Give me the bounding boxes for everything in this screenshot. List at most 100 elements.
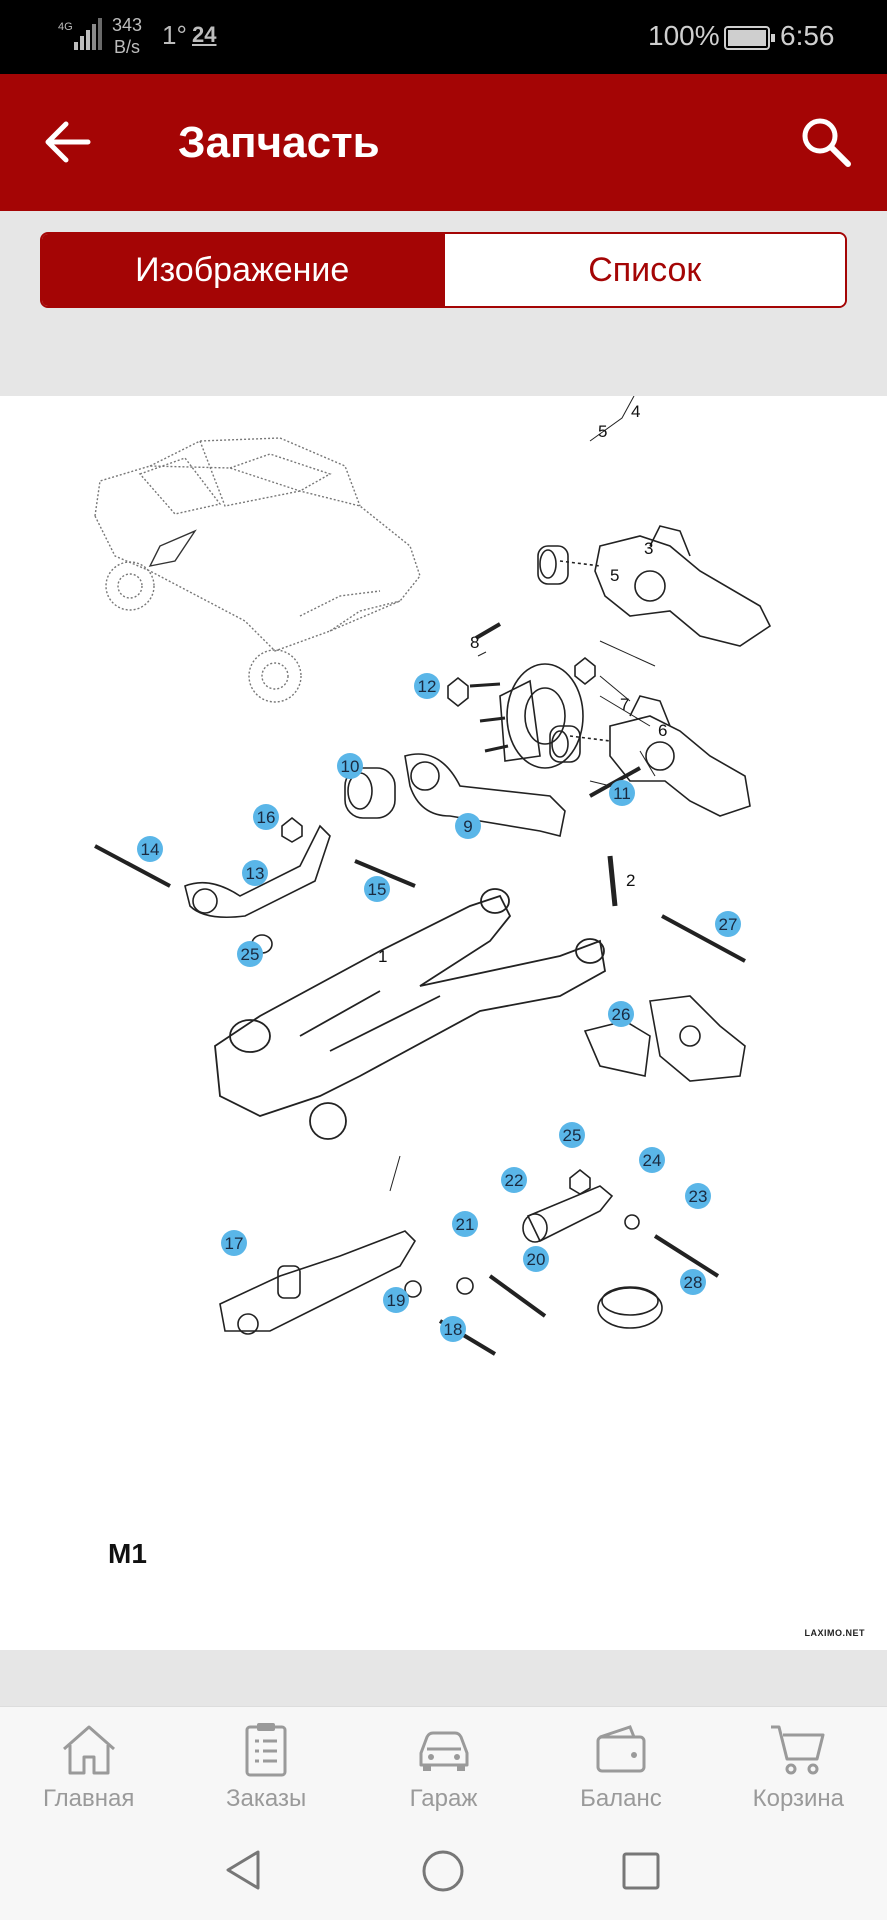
callout-19[interactable]: 19 xyxy=(383,1287,409,1313)
part-label-5[interactable]: 5 xyxy=(610,566,619,585)
nav-home[interactable]: Главная xyxy=(0,1707,177,1820)
nav-orders-label: Заказы xyxy=(226,1785,307,1812)
parts-diagram[interactable]: 4 5 3 5 8 7 6 2 1 12 10 11 9 16 14 13 15… xyxy=(0,396,887,1650)
part-label-4[interactable]: 4 xyxy=(631,402,640,421)
svg-text:28: 28 xyxy=(684,1273,703,1292)
svg-text:12: 12 xyxy=(418,677,437,696)
svg-text:11: 11 xyxy=(613,784,631,803)
part-label-6[interactable]: 6 xyxy=(658,721,667,740)
triangle-back-icon[interactable] xyxy=(222,1848,266,1892)
page-title: Запчасть xyxy=(178,118,380,167)
svg-text:26: 26 xyxy=(612,1005,631,1024)
svg-text:13: 13 xyxy=(246,864,265,883)
svg-text:18: 18 xyxy=(444,1320,463,1339)
clock: 6:56 xyxy=(780,20,835,51)
car-outline-drawing xyxy=(94,437,421,703)
bottom-navigation: Главная Заказы Гараж xyxy=(0,1706,887,1820)
svg-text:22: 22 xyxy=(505,1171,524,1190)
svg-text:25: 25 xyxy=(563,1126,582,1145)
svg-text:27: 27 xyxy=(719,915,738,934)
svg-text:20: 20 xyxy=(527,1250,546,1269)
watermark: LAXIMO.NET xyxy=(804,1628,865,1638)
callout-13[interactable]: 13 xyxy=(242,860,268,886)
callout-12[interactable]: 12 xyxy=(414,673,440,699)
system-navigation xyxy=(0,1820,887,1920)
control-arm-drawing xyxy=(94,824,746,963)
callout-11[interactable]: 11 xyxy=(609,780,635,806)
callout-20[interactable]: 20 xyxy=(523,1246,549,1272)
callout-17[interactable]: 17 xyxy=(221,1230,247,1256)
svg-text:15: 15 xyxy=(368,880,387,899)
svg-text:19: 19 xyxy=(387,1291,406,1310)
diagram-code: M1 xyxy=(108,1538,147,1569)
callout-25[interactable]: 25 xyxy=(559,1122,585,1148)
part-label-7[interactable]: 7 xyxy=(620,695,629,714)
part-label-2[interactable]: 2 xyxy=(626,871,635,890)
exploded-view-drawing: 4 5 3 5 8 7 6 2 1 12 10 11 9 16 14 13 15… xyxy=(94,396,772,1356)
nav-home-label: Главная xyxy=(43,1785,135,1812)
nav-balance-label: Баланс xyxy=(580,1785,662,1812)
callout-16[interactable]: 16 xyxy=(253,804,279,830)
callout-9[interactable]: 9 xyxy=(455,813,481,839)
home-icon xyxy=(62,1725,115,1775)
svg-text:9: 9 xyxy=(463,817,472,836)
svg-text:17: 17 xyxy=(225,1234,244,1253)
view-switcher: Изображение Список xyxy=(40,232,847,308)
wallet-icon xyxy=(596,1725,646,1773)
part-label-1[interactable]: 1 xyxy=(378,947,387,966)
nav-cart-label: Корзина xyxy=(752,1785,845,1812)
cap-drawing xyxy=(597,1286,663,1329)
callout-27[interactable]: 27 xyxy=(715,911,741,937)
trailing-link-drawing xyxy=(281,753,641,843)
circle-home-icon[interactable] xyxy=(420,1848,466,1894)
arrow-left-icon[interactable] xyxy=(42,116,94,168)
part-label-8[interactable]: 8 xyxy=(470,633,479,652)
square-recents-icon[interactable] xyxy=(620,1850,662,1892)
tab-image[interactable]: Изображение xyxy=(42,234,443,306)
svg-text:14: 14 xyxy=(141,840,160,859)
callout-18[interactable]: 18 xyxy=(440,1316,466,1342)
hub-carrier-drawing xyxy=(537,525,772,817)
svg-text:4G: 4G xyxy=(58,21,73,33)
nav-garage[interactable]: Гараж xyxy=(355,1707,532,1820)
callout-22[interactable]: 22 xyxy=(501,1167,527,1193)
callout-14[interactable]: 14 xyxy=(137,836,163,862)
net-speed: 343 B/s xyxy=(112,15,143,57)
svg-text:10: 10 xyxy=(341,757,360,776)
callout-21[interactable]: 21 xyxy=(452,1211,478,1237)
signal-icon: 4G xyxy=(58,18,102,50)
subframe-drawing xyxy=(214,888,606,1140)
callout-24[interactable]: 24 xyxy=(639,1147,665,1173)
svg-text:16: 16 xyxy=(257,808,276,827)
nav-garage-label: Гараж xyxy=(409,1785,478,1812)
svg-text:24: 24 xyxy=(643,1151,662,1170)
battery-percent: 100% xyxy=(648,20,720,51)
nav-orders[interactable]: Заказы xyxy=(177,1707,354,1820)
callout-25[interactable]: 25 xyxy=(237,941,263,967)
status-bar: 4G 343 B/s 1° 24 100% 6:56 xyxy=(0,0,887,74)
calendar-date: 24 xyxy=(192,22,217,47)
tab-list[interactable]: Список xyxy=(442,234,845,306)
svg-text:21: 21 xyxy=(456,1215,475,1234)
bracket-drawing xyxy=(583,995,746,1082)
car-icon xyxy=(419,1731,469,1771)
search-icon[interactable] xyxy=(798,114,854,170)
nav-balance[interactable]: Баланс xyxy=(532,1707,709,1820)
callout-15[interactable]: 15 xyxy=(364,876,390,902)
app-bar: Запчасть xyxy=(0,74,887,211)
part-label-3[interactable]: 3 xyxy=(644,539,653,558)
clipboard-list-icon xyxy=(245,1723,287,1777)
wheel-hub-drawing xyxy=(447,622,651,769)
svg-text:25: 25 xyxy=(241,945,260,964)
temperature: 1° xyxy=(162,20,187,50)
callout-23[interactable]: 23 xyxy=(685,1183,711,1209)
part-label-5[interactable]: 5 xyxy=(598,422,607,441)
nav-cart[interactable]: Корзина xyxy=(710,1707,887,1820)
battery-icon xyxy=(724,26,775,50)
callout-28[interactable]: 28 xyxy=(680,1269,706,1295)
callout-26[interactable]: 26 xyxy=(608,1001,634,1027)
callout-10[interactable]: 10 xyxy=(337,753,363,779)
cart-icon xyxy=(771,1725,825,1775)
svg-text:23: 23 xyxy=(689,1187,708,1206)
